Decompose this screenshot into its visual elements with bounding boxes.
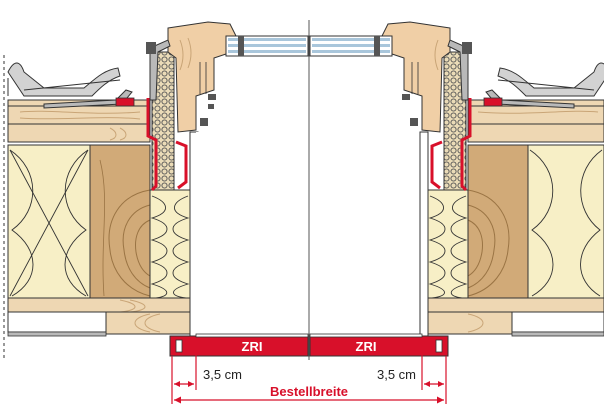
left-vapour-foil	[146, 98, 158, 192]
left-fixing	[146, 42, 156, 54]
order-width-label: Bestellbreite	[270, 384, 348, 399]
left-rafter	[89, 144, 151, 299]
left-roof-tiles	[7, 62, 121, 97]
dimension-left-label: 3,5 cm	[203, 367, 242, 382]
left-zri-profile	[169, 333, 309, 357]
left-reveal	[196, 132, 308, 334]
left-half-section	[3, 21, 309, 360]
dimension-right-label: 3,5 cm	[377, 367, 416, 382]
right-lining-insulation	[427, 189, 469, 299]
right-outer-insulation	[527, 144, 604, 299]
left-ceiling-batten	[7, 297, 191, 313]
left-roof-boarding	[7, 105, 151, 125]
left-plaster-board	[7, 331, 107, 337]
right-zri-profile	[309, 333, 449, 357]
left-board	[7, 123, 151, 143]
left-metal-profile	[149, 39, 171, 101]
dimension-lines	[171, 340, 447, 404]
left-lining-insulation	[149, 189, 191, 299]
zri-right-label: ZRI	[356, 339, 377, 354]
right-window-frame	[381, 21, 451, 133]
right-half-section	[309, 21, 604, 357]
right-roof-tiles	[497, 62, 604, 97]
left-outer-insulation	[7, 144, 91, 299]
right-rafter	[467, 144, 529, 299]
left-ceiling-block	[105, 311, 191, 335]
right-glazing	[309, 35, 393, 57]
left-window-frame	[167, 21, 237, 133]
left-ceiling-panel	[7, 311, 107, 333]
left-red-seal	[115, 97, 135, 107]
left-glazing	[225, 35, 309, 57]
zri-left-label: ZRI	[242, 339, 263, 354]
